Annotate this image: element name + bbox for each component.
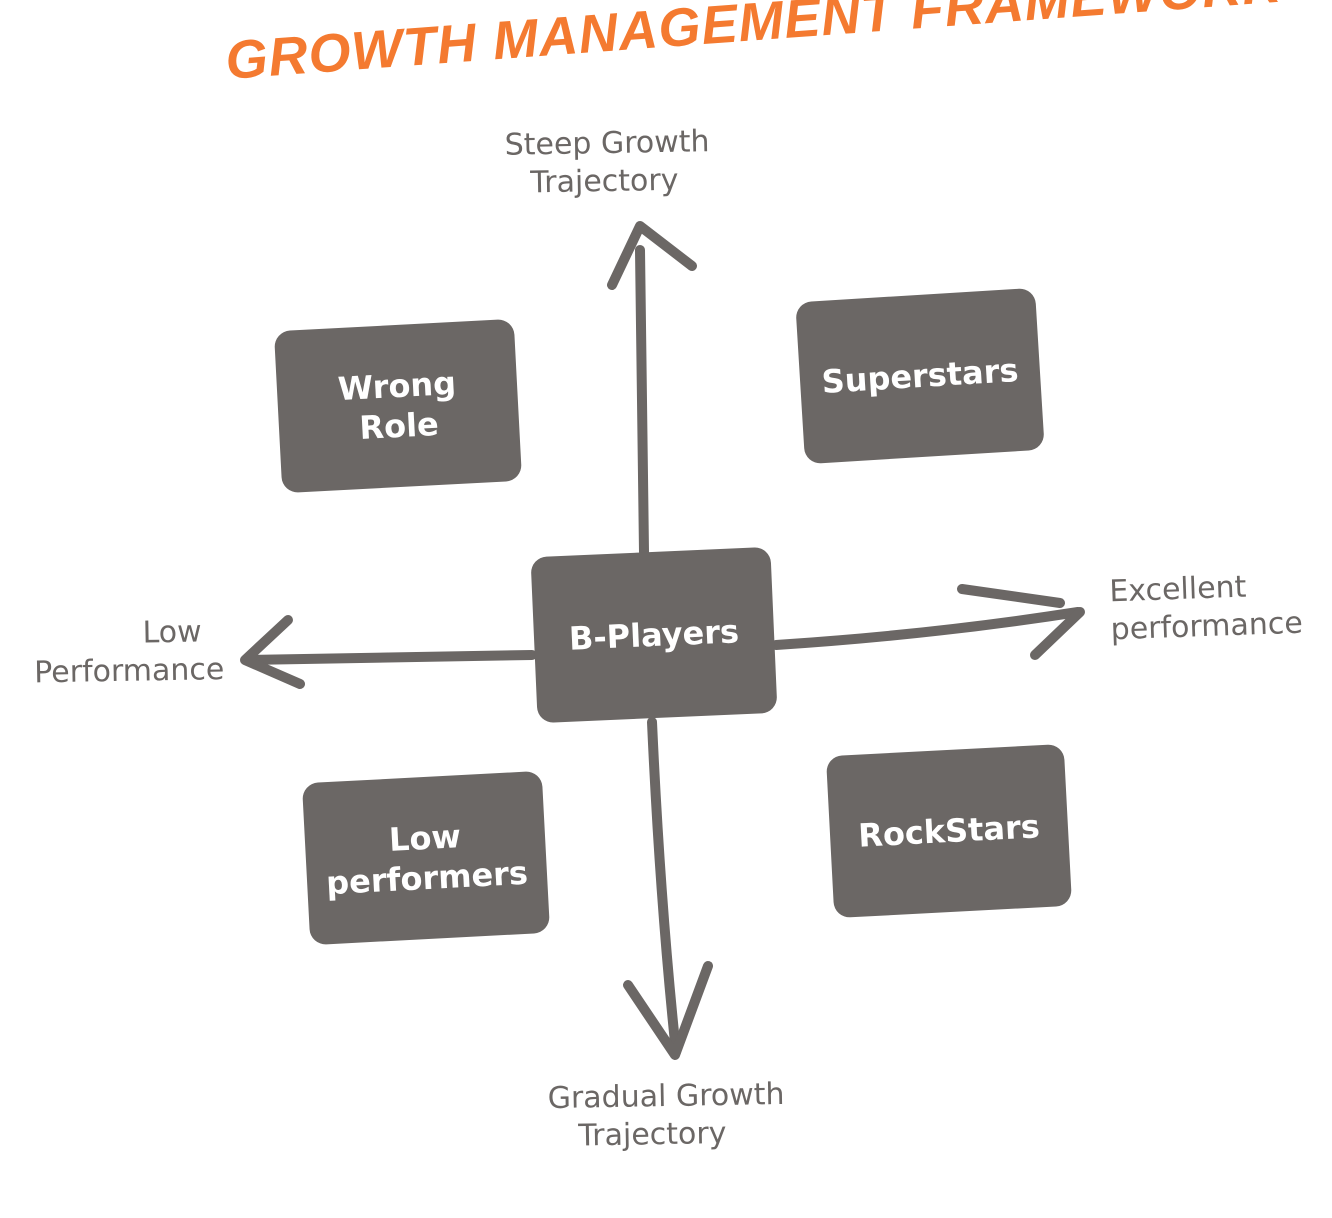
arrow-down-head [623,961,713,1060]
quadrant-rockstars: RockStars [825,743,1073,919]
axis-label-line: Steep Growth [504,124,710,163]
axis-label-steep-growth: Steep Growth Trajectory [504,123,710,203]
arrow-down-shaft [647,717,681,1057]
arrow-up-shaft [635,245,649,557]
quadrant-superstars: Superstars [795,287,1045,465]
quadrant-label-line: B-Players [568,612,740,658]
center-b-players: B-Players [530,546,778,724]
arrow-right-shaft [771,607,1083,650]
axis-label-line: Trajectory [578,1115,727,1154]
arrow-up-head [607,221,697,290]
axis-label-low-performance: Low Performance [3,613,225,693]
axis-label-line: Low [142,614,202,651]
axis-label-line: Performance [33,652,225,691]
quadrant-label-line: Superstars [820,351,1020,401]
quadrant-label-line: Role [358,404,440,448]
axis-label-gradual-growth: Gradual Growth Trajectory [547,1076,785,1156]
axis-label-line: performance [1110,605,1304,648]
axis-label-line: Trajectory [530,162,679,201]
quadrant-label-line: RockStars [857,807,1041,855]
quadrant-label-line: Low [388,817,462,859]
arrow-left-head [240,615,305,689]
quadrant-wrong-role: Wrong Role [273,318,523,494]
axis-label-line: Gradual Growth [547,1076,785,1117]
arrow-left-shaft [243,650,537,665]
quadrant-label-line: Wrong [336,363,457,409]
axis-label-excellent-performance: Excellent performance [1109,567,1304,650]
quadrant-label-line: performers [325,853,529,903]
quadrant-low-performers: Low performers [301,770,551,946]
arrow-right-head [957,584,1085,660]
